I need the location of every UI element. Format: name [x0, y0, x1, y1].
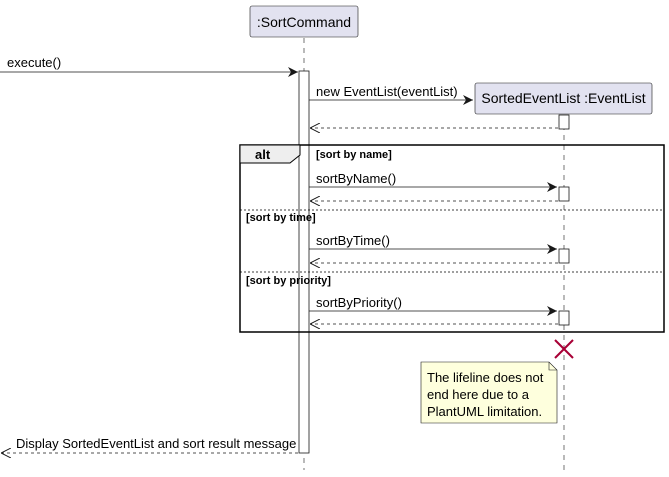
note-line-3: PlantUML limitation.: [427, 404, 542, 419]
sortedeventlist-activation-create: [558, 114, 570, 130]
message-execute-label: execute(): [7, 55, 61, 70]
message-result-label: Display SortedEventList and sort result …: [16, 436, 296, 451]
activation-sort-by-priority: [558, 310, 570, 326]
note-line-2: end here due to a: [427, 387, 530, 402]
sortcommand-activation: [298, 70, 310, 454]
alt-fragment: alt [sort by name] [sort by time] [sort …: [239, 144, 665, 333]
message-sort-by-name-label: sortByName(): [316, 171, 396, 186]
message-sort-by-priority: sortByPriority(): [309, 295, 557, 316]
message-result: Display SortedEventList and sort result …: [1, 436, 298, 453]
participant-sortcommand-label: :SortCommand: [257, 14, 351, 30]
message-sort-by-name: sortByName(): [309, 171, 557, 192]
guard-sort-by-time: [sort by time]: [246, 212, 316, 224]
participant-sortedeventlist-label: SortedEventList :EventList: [481, 90, 645, 106]
message-sort-by-time-label: sortByTime(): [316, 233, 390, 248]
alt-keyword: alt: [255, 147, 271, 162]
participant-sortedeventlist: SortedEventList :EventList: [474, 82, 653, 115]
activation-sort-by-name: [558, 186, 570, 202]
message-sort-by-priority-label: sortByPriority(): [316, 295, 402, 310]
activation-sort-by-time: [558, 248, 570, 264]
message-sort-by-time: sortByTime(): [309, 233, 557, 254]
message-create: new EventList(eventList): [309, 84, 473, 105]
guard-sort-by-priority: [sort by priority]: [246, 275, 331, 287]
destroy-x-icon: [554, 339, 574, 359]
participant-sortcommand: :SortCommand: [249, 5, 359, 38]
message-create-label: new EventList(eventList): [316, 84, 458, 99]
limitation-note: The lifeline does not end here due to a …: [420, 361, 558, 424]
note-line-1: The lifeline does not: [427, 370, 544, 385]
guard-sort-by-name: [sort by name]: [316, 149, 392, 161]
message-execute: execute(): [0, 55, 298, 77]
